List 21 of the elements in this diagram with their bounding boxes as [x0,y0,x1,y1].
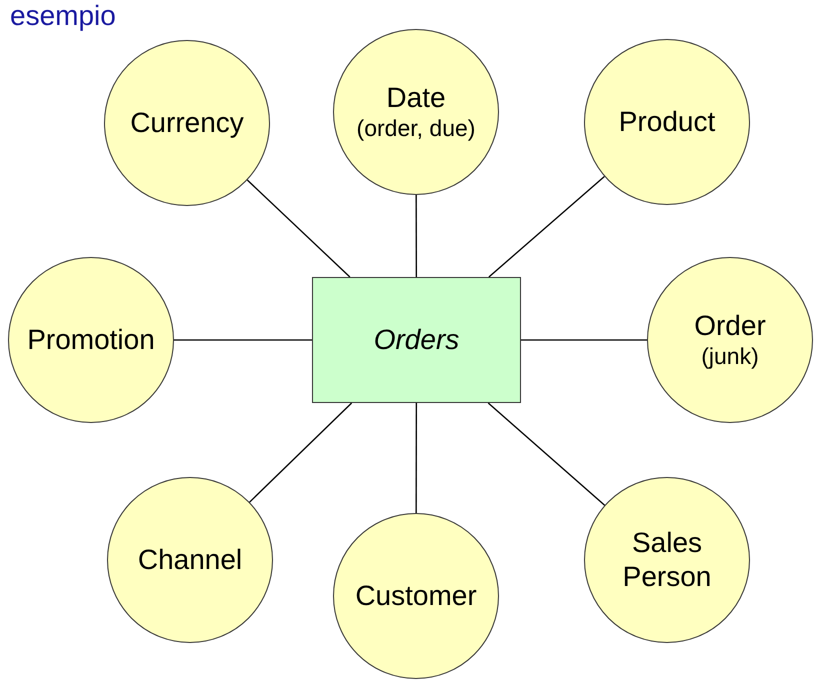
node-label: Sales Person [622,526,712,594]
fact-table-box [312,277,521,403]
connector-line [521,339,647,341]
node-label: Product [618,105,716,139]
node-label: Currency [130,106,244,140]
node-label: (junk) [701,343,759,371]
node-label: Date [386,81,446,115]
node-label: Orders [374,323,460,357]
connector-line [416,403,418,513]
connector-line [249,402,352,503]
connector-line [416,195,417,277]
connector-line [174,339,312,341]
node-label: (order, due) [356,115,476,143]
node-label: Channel [138,543,242,577]
node-label: Customer [355,579,477,613]
connector-line [488,176,605,278]
title: esempio [10,0,116,32]
node-label: Promotion [27,323,155,357]
node-label: Order [694,309,766,343]
connector-line [246,180,350,278]
connector-line [488,402,606,506]
